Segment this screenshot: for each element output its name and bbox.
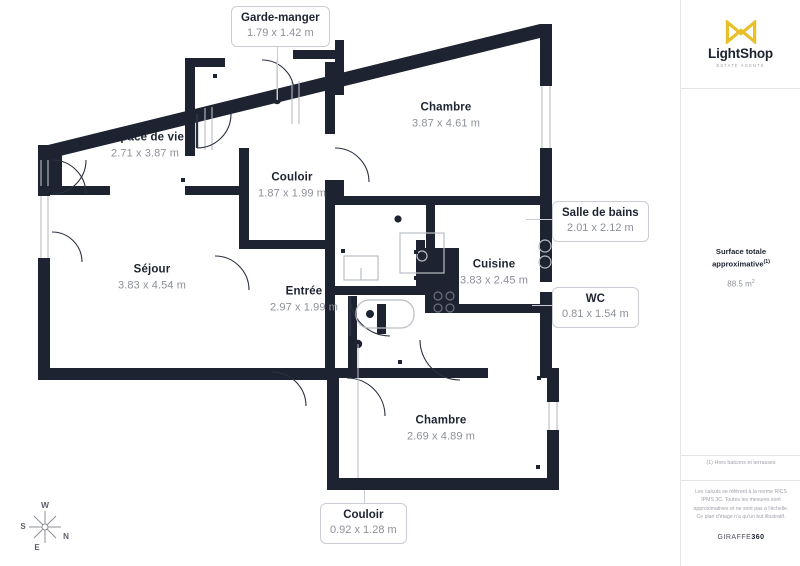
brand-tagline: ESTATE AGENTS xyxy=(716,63,765,68)
compass-rose: W S N E xyxy=(17,500,73,554)
room-dimensions: 2.01 x 2.12 m xyxy=(567,222,634,234)
compass-label-right: N xyxy=(63,532,69,541)
total-area-unit-exponent: 2 xyxy=(751,278,755,285)
sidebar-divider-top xyxy=(681,88,800,89)
total-area-title-text: Surface totale approximative xyxy=(712,247,767,269)
info-sidebar: LightShop ESTATE AGENTS Surface totale a… xyxy=(680,0,800,566)
outlets-group xyxy=(181,74,541,469)
room-callout-couloir-bas[interactable]: Couloir 0.92 x 1.28 m xyxy=(320,503,407,544)
room-dimensions: 1.79 x 1.42 m xyxy=(246,27,314,39)
total-area-value: 88.5 m2 xyxy=(687,277,795,290)
provider-name: GIRAFFE360 xyxy=(681,534,800,541)
compass-label-top: W xyxy=(41,500,50,510)
sidebar-divider-middle xyxy=(681,455,800,456)
windows-group xyxy=(40,81,558,430)
brand-name: LightShop xyxy=(708,46,773,61)
doors-group xyxy=(51,59,461,417)
room-name: Salle de bains xyxy=(562,207,639,219)
compass-label-left: S xyxy=(20,522,26,531)
provider-suffix: 360 xyxy=(751,534,765,541)
provider-prefix: GIRAFFE xyxy=(717,534,752,541)
floor-plan-canvas[interactable] xyxy=(0,0,680,566)
room-callout-wc[interactable]: WC 0.81 x 1.54 m xyxy=(552,287,639,328)
disclaimer-text: Les calculs se réfèrent à la norme RICS … xyxy=(693,489,789,521)
total-area-footnote-marker: (1) xyxy=(763,259,770,265)
leader-line-couloir-bas xyxy=(364,490,365,506)
floor-plan-drawing xyxy=(38,24,559,490)
room-name: Couloir xyxy=(343,509,384,521)
leader-line-salle-de-bains xyxy=(526,219,558,220)
room-callout-salle-de-bains[interactable]: Salle de bains 2.01 x 2.12 m xyxy=(552,201,649,242)
room-name: WC xyxy=(585,293,605,305)
compass-label-bottom: E xyxy=(34,543,40,552)
leader-line-wc xyxy=(532,305,558,306)
disclaimer-block: Les calculs se réfèrent à la norme RICS … xyxy=(681,488,800,522)
total-area-block: Surface totale approximative(1) 88.5 m2 xyxy=(681,246,800,289)
room-dimensions: 0.81 x 1.54 m xyxy=(562,308,629,320)
footnote-block: (1) Hors balcons et terrasses xyxy=(681,459,800,468)
provider-branding: GIRAFFE360 xyxy=(681,534,800,541)
brand-block: LightShop ESTATE AGENTS xyxy=(681,0,800,88)
compass-icon: W S N E xyxy=(20,500,69,552)
fixtures-group xyxy=(343,232,552,329)
total-area-number: 88.5 xyxy=(727,279,743,289)
room-name: Garde-manger xyxy=(241,12,320,24)
total-area-label: Surface totale approximative(1) xyxy=(687,246,795,270)
room-callout-garde-manger[interactable]: Garde-manger 1.79 x 1.42 m xyxy=(231,6,330,47)
total-area-unit: m xyxy=(745,279,752,289)
footnote-text: (1) Hors balcons et terrasses xyxy=(706,460,776,466)
leader-line-garde-manger xyxy=(277,38,278,100)
bowtie-logo-icon xyxy=(725,20,756,44)
room-dimensions: 0.92 x 1.28 m xyxy=(330,524,397,536)
sidebar-divider-lower xyxy=(681,480,800,481)
